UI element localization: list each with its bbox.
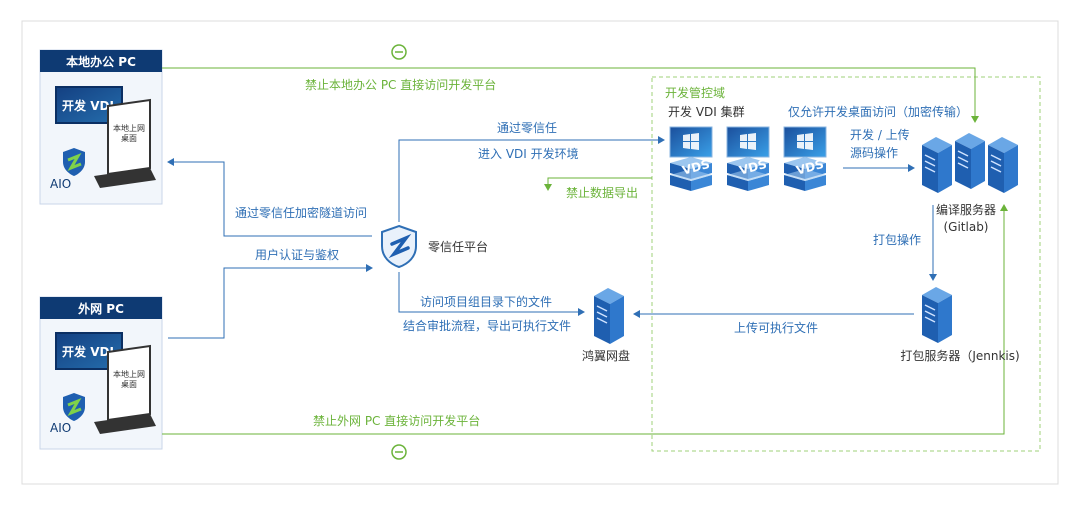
external-pc-title: 外网 PC <box>78 301 124 316</box>
build-server: 编译服务器 (Gitlab) <box>921 132 1019 234</box>
svg-text:VDS: VDS <box>738 157 769 178</box>
forbid-office-line: 禁止本地办公 PC 直接访问开发平台 <box>162 44 979 123</box>
office-desk-label: 本地上网桌面 <box>113 124 145 143</box>
forbid-external-line: 禁止外网 PC 直接访问开发平台 <box>162 204 1008 460</box>
pack-server-label: 打包服务器（Jennkis) <box>900 348 1019 363</box>
vdi-cluster-title: 开发 VDI 集群 <box>668 104 745 119</box>
external-aio-label: AIO <box>50 421 71 435</box>
forbid-office-label: 禁止本地办公 PC 直接访问开发平台 <box>305 77 496 92</box>
only-allow-label: 仅允许开发桌面访问（加密传输） <box>788 104 968 119</box>
zt-to-vdi-connector: 通过零信任 进入 VDI 开发环境 <box>398 121 665 222</box>
server-icon <box>921 286 953 344</box>
office-aio-label: AIO <box>50 177 71 191</box>
via-zt-label-2: 进入 VDI 开发环境 <box>478 146 579 161</box>
server-icon <box>921 136 953 194</box>
vds-server-icon: VDS <box>726 126 770 192</box>
pack-op-label: 打包操作 <box>873 232 921 247</box>
auth-label: 用户认证与鉴权 <box>255 247 339 262</box>
zero-trust-shield-icon <box>381 224 417 269</box>
no-export-label: 禁止数据导出 <box>566 185 638 200</box>
no-export-connector: 禁止数据导出 <box>544 177 652 200</box>
office-vdi-label: 开发 VDI <box>62 98 114 113</box>
office-shield-icon <box>63 148 85 176</box>
build-server-label-1: 编译服务器 <box>936 202 996 217</box>
upload-exe-label: 上传可执行文件 <box>734 320 818 335</box>
netdisk: 鸿翼网盘 <box>582 287 630 363</box>
server-icon <box>954 132 986 190</box>
via-zt-label-1: 通过零信任 <box>497 121 557 135</box>
office-pc-panel: 本地办公 PC 开发 VDI 本地上网桌面 AIO <box>39 49 163 205</box>
forbid-external-label: 禁止外网 PC 直接访问开发平台 <box>313 413 480 428</box>
access-files-label: 访问项目组目录下的文件 <box>420 294 552 309</box>
zone-title: 开发管控域 <box>665 85 725 100</box>
vds-server-icon: VDS <box>669 126 713 192</box>
tunnel-connector: 通过零信任加密隧道访问 <box>167 158 372 237</box>
vds-server-icon: VDS <box>783 126 827 192</box>
svg-text:VDS: VDS <box>681 157 712 178</box>
dev-upload-label-1: 开发 / 上传 <box>850 127 910 142</box>
external-shield-icon <box>63 393 85 421</box>
pack-server: 打包服务器（Jennkis) <box>900 286 1020 363</box>
forbid-external-icon <box>391 444 407 460</box>
auth-connector: 用户认证与鉴权 <box>168 247 373 339</box>
office-pc-title: 本地办公 PC <box>66 54 136 69</box>
tunnel-label: 通过零信任加密隧道访问 <box>235 205 367 220</box>
svg-text:VDS: VDS <box>795 157 826 178</box>
server-icon <box>593 287 625 345</box>
zero-trust-label: 零信任平台 <box>428 239 488 254</box>
dev-upload-label-2: 源码操作 <box>850 145 898 160</box>
external-desk-label: 本地上网桌面 <box>113 370 145 389</box>
build-server-label-2: (Gitlab) <box>943 220 988 234</box>
outer-frame <box>21 20 1059 485</box>
server-icon <box>987 136 1019 194</box>
netdisk-label: 鸿翼网盘 <box>582 348 630 363</box>
dev-control-zone <box>651 76 1041 452</box>
zero-trust-platform: 零信任平台 <box>381 224 488 269</box>
vdi-to-build-connector: 开发 / 上传 源码操作 <box>843 127 915 172</box>
external-pc-panel: 外网 PC 开发 VDI 本地上网桌面 AIO <box>39 296 163 450</box>
vdi-cluster: 开发 VDI 集群 VDS VDS VDS <box>668 104 827 192</box>
approve-export-label: 结合审批流程，导出可执行文件 <box>403 318 571 333</box>
build-to-pack-connector: 打包操作 <box>873 205 937 281</box>
external-vdi-label: 开发 VDI <box>62 344 114 359</box>
zt-to-netdisk-connector: 访问项目组目录下的文件 结合审批流程，导出可执行文件 <box>398 272 585 333</box>
pack-to-netdisk-connector: 上传可执行文件 <box>633 310 914 335</box>
forbid-office-icon <box>391 44 407 60</box>
